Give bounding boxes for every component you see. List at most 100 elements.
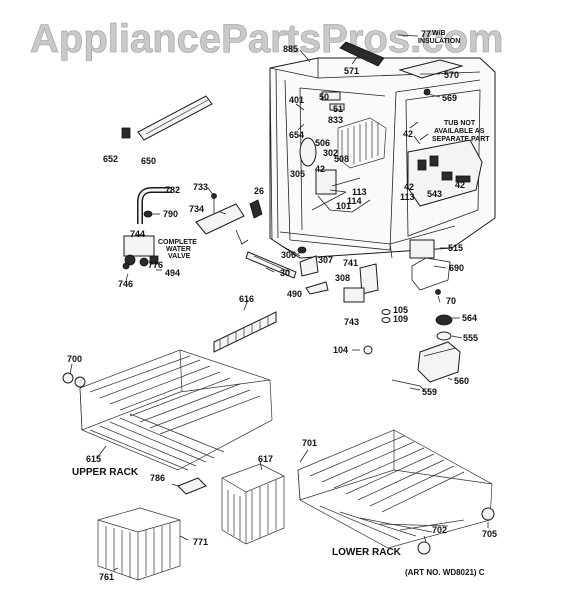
label-564: 564 <box>462 313 477 323</box>
part-555 <box>436 331 452 341</box>
label-30: 30 <box>280 268 290 278</box>
label-515: 515 <box>448 243 463 253</box>
tub-assembly <box>269 41 496 259</box>
silverware-basket-761 <box>97 507 181 581</box>
label-616: 616 <box>239 294 254 304</box>
svg-text:INSULATION: INSULATION <box>418 38 460 45</box>
switch-26 <box>249 199 263 219</box>
pump-motor-560 <box>417 341 461 383</box>
rail-clip <box>121 127 131 139</box>
rack-rail-616 <box>213 311 277 353</box>
label-51: 51 <box>333 104 343 114</box>
label-790: 790 <box>163 209 178 219</box>
insulation-note: W/B INSULATION <box>418 30 460 45</box>
heater-element <box>245 251 297 279</box>
label-885: 885 <box>283 44 298 54</box>
label-490: 490 <box>287 289 302 299</box>
part-labels: 885 571 77 570 569 401 50 51 833 654 506… <box>67 29 497 582</box>
label-833: 833 <box>328 115 343 125</box>
label-307: 307 <box>318 255 333 265</box>
bracket-734 <box>195 203 245 235</box>
svg-text:VALVE: VALVE <box>168 253 191 260</box>
screw-746 <box>122 262 130 270</box>
part-490 <box>305 281 329 295</box>
part-515 <box>409 239 435 259</box>
label-650: 650 <box>141 156 156 166</box>
label-114: 114 <box>347 196 362 206</box>
rack-roller-705 <box>481 507 495 521</box>
part-690 <box>411 257 451 291</box>
vent-assembly <box>398 59 464 79</box>
label-782: 782 <box>165 185 180 195</box>
control-wiring <box>407 121 483 207</box>
part-307 <box>299 255 319 277</box>
label-101: 101 <box>336 201 351 211</box>
label-652: 652 <box>103 154 118 164</box>
label-570: 570 <box>444 70 459 80</box>
label-700: 700 <box>67 354 82 364</box>
upper-rack <box>79 349 273 471</box>
screw-70 <box>435 289 441 295</box>
label-306: 306 <box>281 250 296 260</box>
svg-text:COMPLETE: COMPLETE <box>158 239 197 246</box>
label-741: 741 <box>343 258 358 268</box>
part-743 <box>343 287 365 303</box>
rack-roller-700 <box>62 372 86 388</box>
part-104 <box>363 345 373 355</box>
label-571: 571 <box>344 66 359 76</box>
silverware-basket-617 <box>221 463 285 545</box>
label-560: 560 <box>454 376 469 386</box>
label-690: 690 <box>449 263 464 273</box>
upper-rack-title: UPPER RACK <box>72 467 139 478</box>
label-761: 761 <box>99 572 114 582</box>
label-508: 508 <box>334 154 349 164</box>
leader-lines <box>69 34 489 571</box>
label-705: 705 <box>482 529 497 539</box>
label-734: 734 <box>189 204 204 214</box>
tub-top-bracket <box>339 41 385 67</box>
label-702: 702 <box>432 525 447 535</box>
label-733: 733 <box>193 182 208 192</box>
label-743: 743 <box>344 317 359 327</box>
door-gasket-rail <box>137 95 213 141</box>
svg-text:SEPARATE PART: SEPARATE PART <box>432 136 490 143</box>
svg-text:W/B: W/B <box>432 30 446 37</box>
part-741 <box>359 263 379 295</box>
label-543: 543 <box>427 189 442 199</box>
label-615: 615 <box>86 454 101 464</box>
label-113a: 113 <box>352 187 367 197</box>
svg-text:WATER: WATER <box>166 246 191 253</box>
label-401: 401 <box>289 95 304 105</box>
svg-text:AVAILABLE AS: AVAILABLE AS <box>434 128 485 135</box>
lower-rack-title: LOWER RACK <box>332 547 402 558</box>
watermark-text: AppliancePartsPros.com <box>30 17 504 61</box>
label-786: 786 <box>150 473 165 483</box>
label-50: 50 <box>319 92 329 102</box>
label-70: 70 <box>446 296 456 306</box>
label-555: 555 <box>463 333 478 343</box>
part-564 <box>435 314 453 326</box>
label-559: 559 <box>422 387 437 397</box>
complete-water-valve-note: COMPLETE WATER VALVE <box>158 239 197 260</box>
label-109: 109 <box>393 314 408 324</box>
water-valve <box>123 235 159 267</box>
label-746: 746 <box>118 279 133 289</box>
label-77: 77 <box>421 29 431 39</box>
label-42b: 42 <box>315 164 325 174</box>
label-776: 776 <box>148 260 163 270</box>
label-105: 105 <box>393 305 408 315</box>
label-308: 308 <box>335 273 350 283</box>
lower-rack <box>297 429 493 549</box>
washer-109 <box>381 317 391 323</box>
label-42d: 42 <box>455 180 465 190</box>
label-104: 104 <box>333 345 348 355</box>
label-113b: 113 <box>400 192 415 202</box>
label-494: 494 <box>165 268 180 278</box>
part-559 <box>391 379 427 393</box>
label-569: 569 <box>442 93 457 103</box>
basket-lid-786 <box>177 477 207 495</box>
label-771: 771 <box>193 537 208 547</box>
label-654: 654 <box>289 130 304 140</box>
svg-text:TUB NOT: TUB NOT <box>444 120 476 127</box>
